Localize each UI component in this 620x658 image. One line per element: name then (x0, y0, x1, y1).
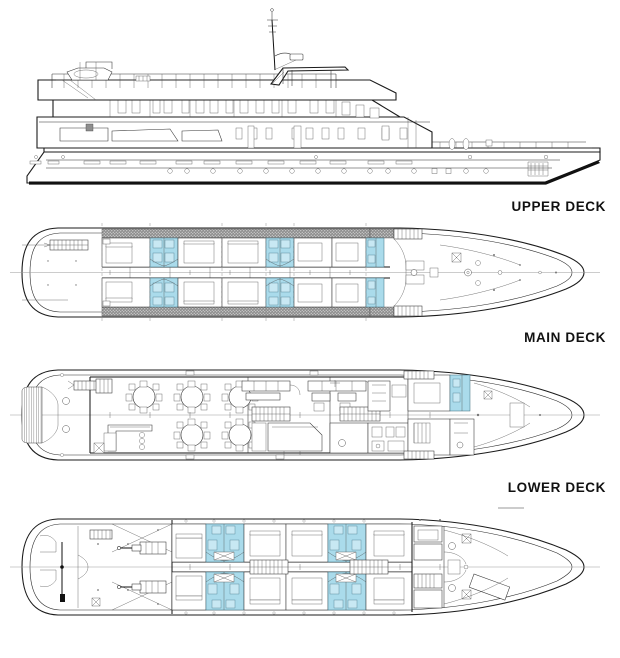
ensuite-bathroom (265, 237, 295, 268)
ensuite-bathroom (149, 277, 179, 308)
cabin (177, 237, 223, 268)
engine-room (39, 520, 173, 614)
cabin (293, 237, 333, 268)
lounge-island (251, 422, 323, 455)
lower-deck-label: LOWER DECK (507, 480, 606, 495)
cabin (365, 523, 413, 563)
portholes (29, 138, 548, 174)
wheelhouse-area (393, 228, 439, 317)
ensuite-bathroom (449, 374, 471, 412)
forward-crew-area (411, 519, 511, 612)
aft-sun-deck (22, 239, 89, 301)
cabin (171, 523, 207, 563)
tender-and-crane (61, 61, 151, 101)
bar-counter (93, 424, 153, 454)
ensuite-bathroom (327, 571, 367, 611)
dining-table (125, 380, 163, 414)
cabin (331, 237, 367, 268)
lower-deck-cabins-starboard (171, 571, 413, 611)
lounge-sofas (241, 380, 375, 412)
aft-service-area (67, 378, 113, 394)
ensuite-bathroom (365, 277, 385, 308)
ensuite-bathroom (265, 277, 295, 308)
cabin (285, 571, 329, 611)
upper-deck-cabins-port (101, 237, 385, 268)
frame-ticks (109, 270, 351, 275)
bridge-hardtop (269, 66, 350, 88)
ensuite-bathroom (205, 523, 245, 563)
bow-emblem (527, 161, 549, 177)
mast-with-radar (267, 8, 304, 71)
cabin (101, 277, 151, 308)
forward-cabins (403, 370, 475, 460)
cabin (171, 571, 207, 611)
bow-fittings (473, 382, 541, 448)
engine (117, 580, 167, 594)
cabin (101, 237, 151, 268)
deck-cleats (185, 370, 319, 460)
cabin (285, 523, 329, 563)
staircase (249, 559, 289, 575)
station-lines (101, 223, 367, 323)
ensuite-bathroom (327, 523, 367, 563)
lower-deck-cabins-port (171, 523, 413, 563)
cabin (243, 571, 287, 611)
hull-outline (26, 147, 601, 185)
lower-deck-plan-view (0, 500, 620, 635)
cabin (221, 237, 267, 268)
sun-deck-railing (37, 73, 397, 101)
foredeck-railing (432, 141, 592, 149)
foredeck-fittings (439, 244, 557, 301)
ensuite-bathroom (149, 237, 179, 268)
ship-profile-view (0, 0, 620, 200)
reception-and-galley (329, 380, 409, 454)
cabin (221, 277, 267, 308)
cabin (331, 277, 367, 308)
cabin (365, 571, 413, 611)
ensuite-bathroom (365, 237, 385, 268)
staircase (349, 559, 389, 575)
engine (117, 541, 167, 555)
main-deck-plan-view (0, 355, 620, 475)
upper-deck-cabins-starboard (101, 277, 385, 308)
frame-ticks (109, 412, 431, 418)
swim-platform (21, 373, 70, 457)
main-deck-superstructure (36, 116, 433, 149)
cabin (293, 277, 333, 308)
upper-deck-label: UPPER DECK (511, 199, 606, 214)
staircase (251, 406, 291, 422)
ensuite-bathroom (205, 571, 245, 611)
cabin (243, 523, 287, 563)
hull-cleats (184, 519, 396, 615)
dining-table (173, 418, 211, 452)
frame-ticks (189, 564, 441, 570)
upper-deck-plan-view (0, 215, 620, 330)
main-deck-label: MAIN DECK (524, 330, 606, 345)
dining-table (173, 380, 211, 414)
cabin (177, 277, 223, 308)
